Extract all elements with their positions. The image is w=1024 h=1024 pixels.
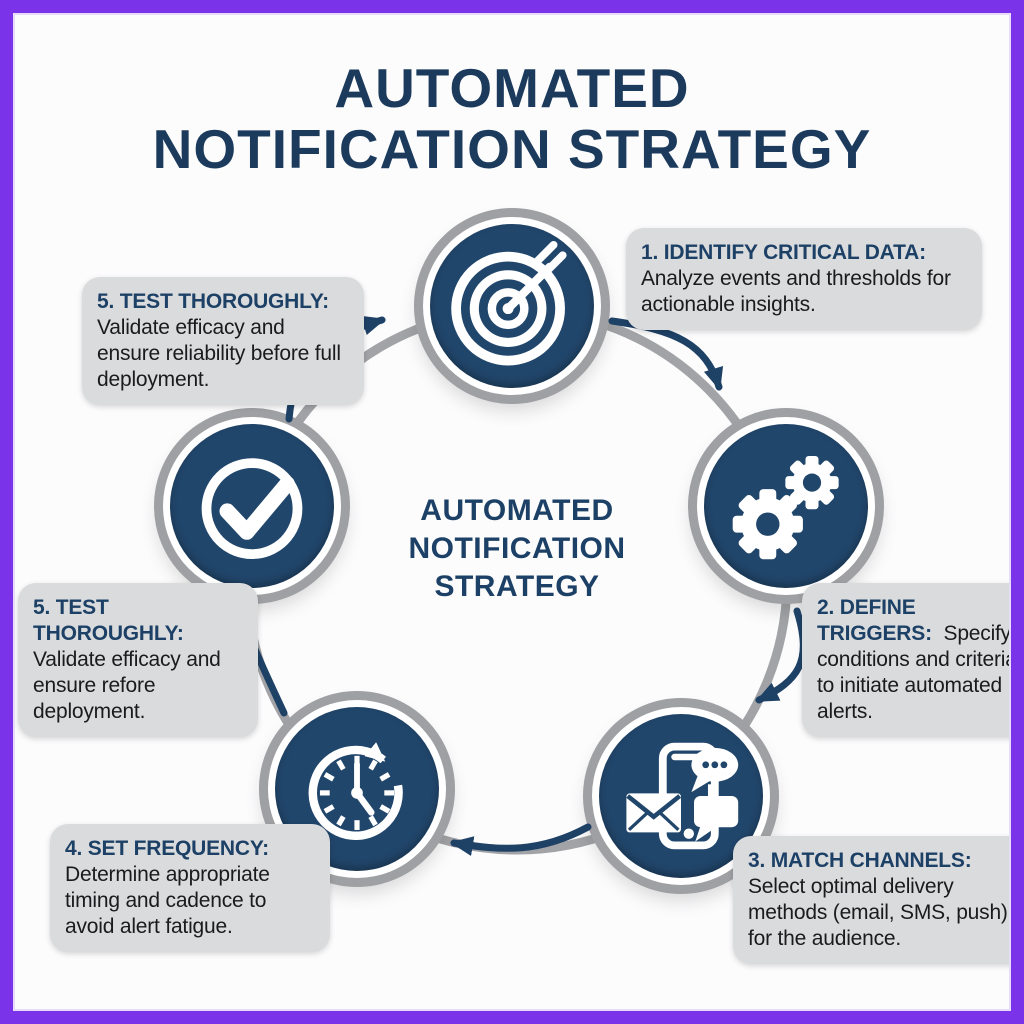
step3-node [592,707,770,885]
callout-step4: 4. SET FREQUENCY: Determine appropriate … [50,824,330,952]
callout-step1-body: Analyze events and thresholds for action… [641,267,951,316]
callout-step2-label: 2. DEFINE TRIGGERS: [817,596,932,645]
page-title-line2: NOTIFICATION STRATEGY [152,118,872,180]
checkmark-circle-icon [170,424,334,588]
callout-step1: 1. IDENTIFY CRITICAL DATA: Analyze event… [626,228,982,330]
callout-step5-side-label: 5. TEST THOROUGHLY: [33,596,184,645]
center-title-line1: AUTOMATED [420,494,614,527]
callout-step1-label: 1. IDENTIFY CRITICAL DATA: [641,241,926,264]
callout-step3-body: Select optimal delivery methods (email, … [748,875,1008,950]
callout-step3-label: 3. MATCH CHANNELS: [748,849,972,872]
center-title-line3: STRATEGY [434,570,600,603]
callout-step4-body: Determine appropriate timing and cadence… [65,863,270,938]
step2-node [697,417,875,595]
step4-node [268,700,446,878]
page-title-line1: AUTOMATED [334,57,690,119]
callout-step2: 2. DEFINE TRIGGERS: Specify conditions a… [802,583,1024,737]
callout-step5-top-body: Validate efficacy and ensure reliability… [97,316,341,391]
callout-step3: 3. MATCH CHANNELS: Select optimal delive… [733,836,1024,964]
center-title: AUTOMATED NOTIFICATION STRATEGY [362,492,672,606]
page-title: AUTOMATED NOTIFICATION STRATEGY [0,58,1024,180]
gears-icon [704,424,868,588]
callout-step5-top: 5. TEST THOROUGHLY: Validate efficacy an… [82,277,364,405]
center-title-line2: NOTIFICATION [408,532,626,565]
callout-step5-top-label: 5. TEST THOROUGHLY: [97,290,329,313]
callout-step2-body: Specify conditions and criteria to initi… [817,622,1017,723]
target-bullseye-arrow-icon [430,224,594,388]
callout-step5-side-body: Validate efficacy and ensure refore depl… [33,648,221,723]
step5-node [163,417,341,595]
step1-node [423,217,601,395]
callout-step4-label: 4. SET FREQUENCY: [65,837,269,860]
callout-step5-side: 5. TEST THOROUGHLY: Validate efficacy an… [18,583,258,737]
